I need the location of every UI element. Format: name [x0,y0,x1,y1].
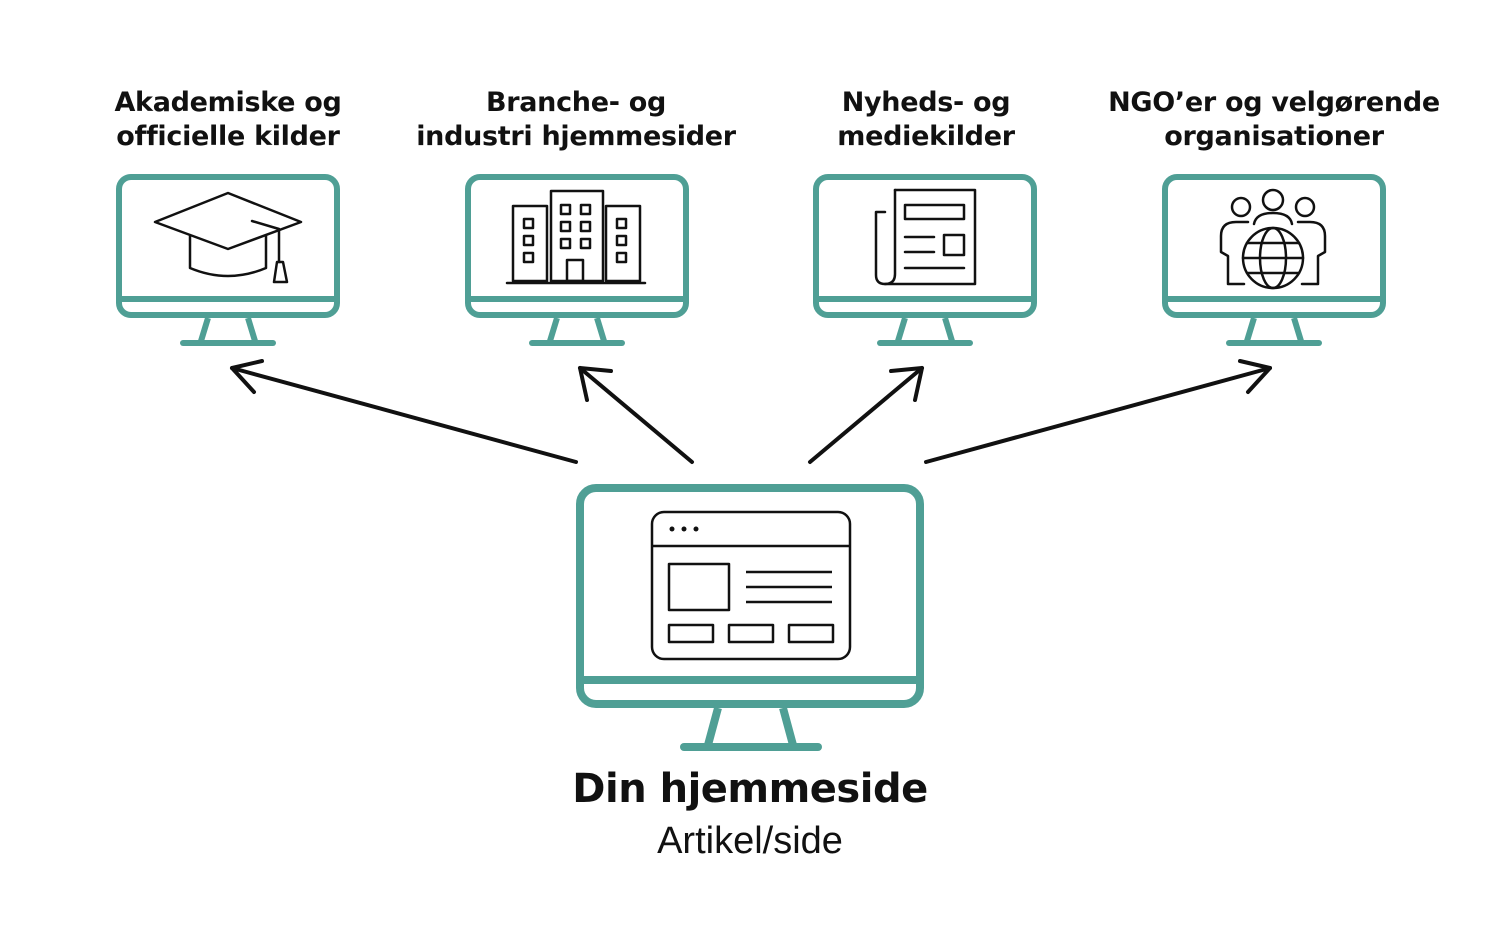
arrow-to-industry [578,366,694,464]
arrow-to-news [808,366,924,464]
main-subtitle: Artikel/side [657,820,843,862]
source-title-line2: mediekilder [837,121,1015,152]
arrow-to-ngo [924,359,1272,464]
source-title-academic: Akademiske og officielle kilder [78,86,378,154]
newspaper-icon [874,188,977,286]
source-title-line1: Nyheds- og [841,87,1011,118]
source-title-line2: industri hjemmesider [416,121,736,152]
source-title-ngo: NGO’er og velgørende organisationer [1094,86,1454,154]
source-title-line1: Akademiske og [114,87,342,118]
source-title-line2: organisationer [1164,121,1384,152]
buildings-icon [505,189,647,285]
source-title-industry: Branche- og industri hjemmesider [396,86,756,154]
people-globe-icon [1219,188,1327,290]
source-title-line2: officielle kilder [116,121,340,152]
source-title-line1: Branche- og [485,87,667,118]
arrow-to-academic [230,359,578,464]
main-title: Din hjemmeside [572,766,928,812]
graduation-cap-icon [153,191,303,284]
source-title-line1: NGO’er og velgørende [1108,87,1440,118]
monitor-academic [119,177,337,343]
webpage-icon [650,510,852,661]
monitor-news [816,177,1034,343]
monitor-main [576,484,924,751]
source-title-news: Nyheds- og mediekilder [776,86,1076,154]
